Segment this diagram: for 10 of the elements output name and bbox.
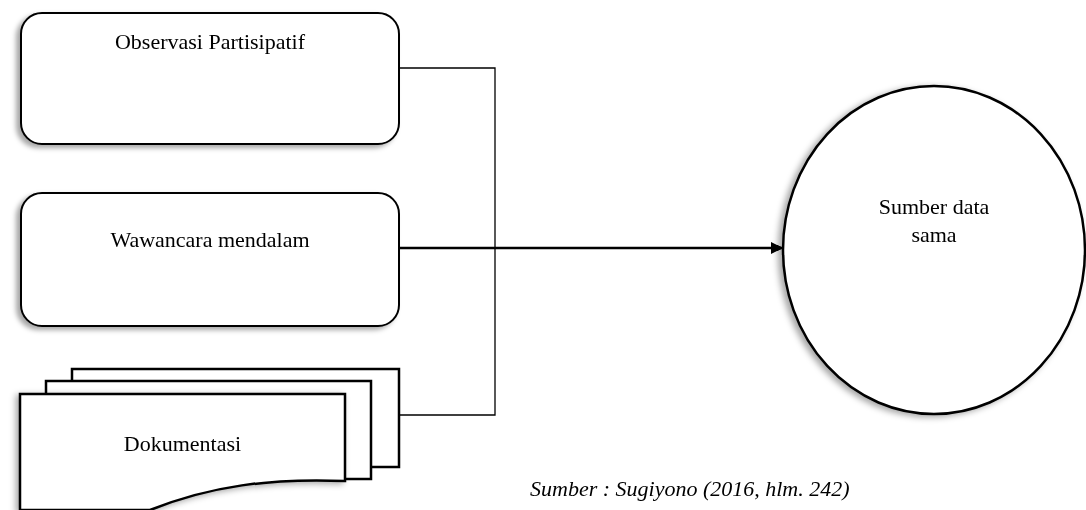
source-caption: Sumber : Sugiyono (2016, hlm. 242) <box>530 476 850 502</box>
node-label: Dokumentasi <box>122 430 243 458</box>
node-label: Observasi Partisipatif <box>114 28 306 56</box>
rounded-box <box>20 12 400 145</box>
connector-arrow <box>399 244 784 416</box>
document-stack <box>20 368 400 510</box>
circle-node <box>782 85 1086 415</box>
rounded-box <box>20 192 400 327</box>
node-label: Sumber data sama <box>877 193 991 248</box>
node-label: Wawancara mendalam <box>109 226 311 254</box>
